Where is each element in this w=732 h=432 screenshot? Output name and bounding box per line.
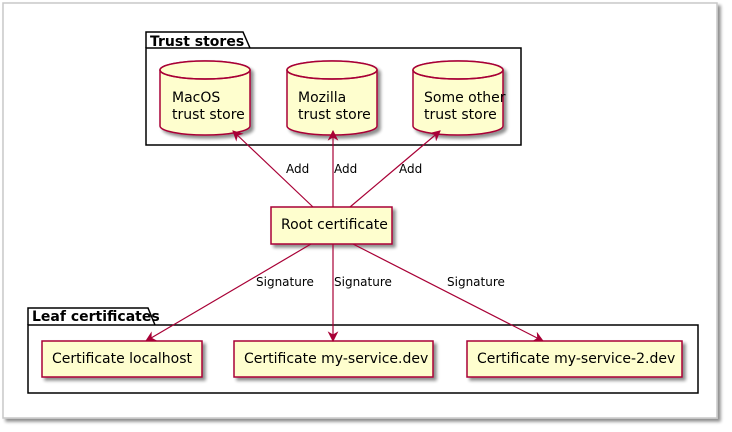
leaf-label-localhost: Certificate localhost — [52, 351, 193, 367]
store-macos-line2: trust store — [172, 107, 245, 123]
leaf-node-my-service-2[interactable] — [466, 340, 683, 378]
store-macos-line1: MacOS — [172, 90, 221, 106]
root-certificate-label: Root certificate — [281, 217, 388, 233]
edge-signature-my-service-2 — [352, 243, 544, 342]
leaf-label-my-service: Certificate my-service.dev — [244, 351, 429, 367]
store-other-cylinder[interactable] — [412, 60, 504, 136]
package-leaf-certificates — [27, 307, 699, 394]
edge-label-add-other: Add — [399, 162, 423, 176]
edge-label-signature-localhost: Signature — [256, 275, 314, 289]
store-mozilla-line2: trust store — [298, 107, 371, 123]
store-mozilla-line1: Mozilla — [298, 90, 347, 106]
store-other-line2: trust store — [424, 107, 497, 123]
edge-add-other — [349, 130, 441, 208]
package-title-trust-stores: Trust stores — [150, 34, 245, 50]
edge-label-signature-my-service-2: Signature — [447, 275, 505, 289]
root-certificate-node[interactable] — [270, 206, 393, 245]
edge-label-add-mozilla: Add — [334, 162, 358, 176]
leaf-node-my-service[interactable] — [233, 340, 434, 378]
edge-label-add-macos: Add — [286, 162, 310, 176]
leaf-label-my-service-2: Certificate my-service-2.dev — [477, 351, 676, 367]
store-label-other: Some other trust store — [424, 90, 505, 124]
leaf-node-localhost[interactable] — [41, 340, 203, 378]
store-label-macos: MacOS trust store — [172, 90, 245, 124]
store-other-line1: Some other — [424, 90, 506, 106]
package-title-leaf-certificates: Leaf certificates — [32, 309, 160, 325]
store-label-mozilla: Mozilla trust store — [298, 90, 371, 124]
edge-label-signature-my-service: Signature — [334, 275, 392, 289]
store-mozilla-cylinder[interactable] — [286, 60, 378, 136]
edge-add-macos — [232, 130, 314, 208]
edge-signature-localhost — [145, 243, 312, 342]
store-macos-cylinder[interactable] — [159, 60, 251, 136]
